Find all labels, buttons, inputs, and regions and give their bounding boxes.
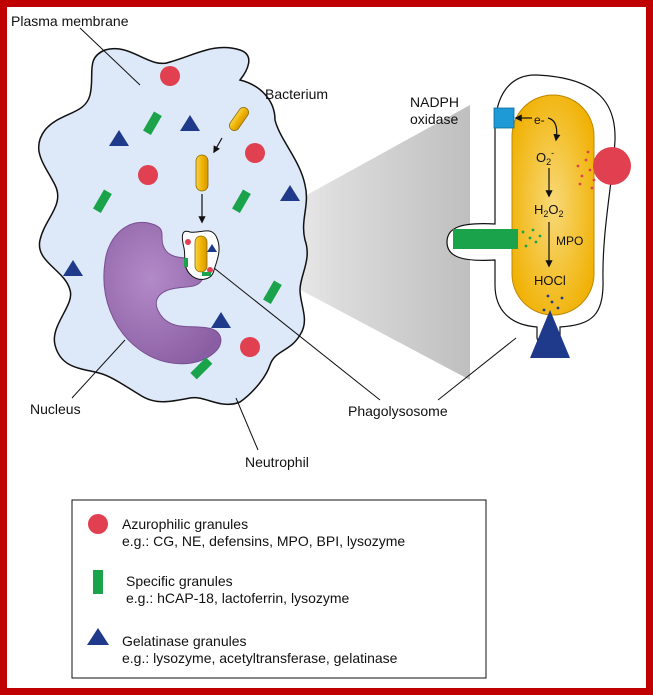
azurophilic-granule [240, 337, 260, 357]
oxidase-label: oxidase [410, 111, 458, 127]
leader-phagolysosome-small [213, 267, 381, 401]
legend-azurophilic-detail: e.g.: CG, NE, defensins, MPO, BPI, lysoz… [122, 533, 405, 549]
specific-granule [263, 280, 282, 305]
legend-specific-icon [93, 570, 103, 594]
gelatinase-granule-fusing [530, 310, 570, 358]
gelatinase-granule [109, 130, 129, 146]
engulf-arrow [213, 137, 223, 154]
legend-specific-title: Specific granules [126, 573, 233, 589]
phagolysosome-bacterium [511, 94, 595, 316]
legend-box [71, 499, 487, 679]
legend-azurophilic-icon [88, 514, 108, 534]
h2o2-label: H2O2 [534, 202, 564, 219]
specific-granule-fusing [453, 229, 518, 249]
zoom-cone [216, 105, 470, 380]
specific-granule [143, 111, 162, 136]
granule-release-speckles [521, 150, 596, 312]
legend-gelatinase-icon [87, 628, 109, 645]
specific-granule [190, 357, 213, 380]
specific-granule [93, 189, 112, 214]
leader-nucleus [71, 339, 126, 399]
bacterium-label: Bacterium [265, 86, 328, 102]
gelatinase-granule [63, 260, 83, 276]
azurophilic-granule [245, 143, 265, 163]
legend-gelatinase-detail: e.g.: lysozyme, acetyltransferase, gelat… [122, 650, 398, 666]
bacterium [229, 107, 249, 131]
bacterium-in-phagosome [194, 235, 208, 273]
gelatinase-granule [211, 312, 231, 328]
gelatinase-granule [180, 115, 200, 131]
legend-specific-detail: e.g.: hCAP-18, lactoferrin, lysozyme [126, 590, 350, 606]
azurophilic-granule [160, 66, 180, 86]
azurophilic-granule-fusing [593, 147, 631, 185]
superoxide-label: O2- [536, 148, 554, 167]
electron-curve-arrow [547, 117, 561, 142]
leader-phagolysosome-large [437, 337, 517, 401]
specific-granule [184, 258, 188, 267]
legend-gelatinase-title: Gelatinase granules [122, 633, 247, 649]
plasma-membrane-label: Plasma membrane [11, 13, 129, 29]
nadph-oxidase [493, 107, 515, 129]
leader-neutrophil [235, 397, 259, 451]
nadph-label: NADPH [410, 94, 459, 110]
azurophilic-granule [138, 165, 158, 185]
legend-azurophilic-title: Azurophilic granules [122, 516, 248, 532]
leader-plasma-membrane [79, 27, 141, 86]
mpo-label: MPO [556, 234, 583, 248]
nucleus [103, 221, 222, 365]
nucleus-label: Nucleus [30, 401, 81, 417]
hocl-label: HOCl [534, 273, 566, 288]
electron-label: e- [534, 113, 545, 127]
neutrophil-label: Neutrophil [245, 454, 309, 470]
azurophilic-granule [207, 267, 213, 273]
neutrophil-cell [37, 46, 308, 406]
azurophilic-granule [185, 239, 191, 245]
specific-granule [202, 272, 211, 276]
gelatinase-granule [280, 185, 300, 201]
gelatinase-granule [207, 244, 217, 252]
bacterium-internalized [195, 154, 209, 192]
phagolysosome-label: Phagolysosome [348, 403, 448, 419]
specific-granule [232, 189, 251, 214]
